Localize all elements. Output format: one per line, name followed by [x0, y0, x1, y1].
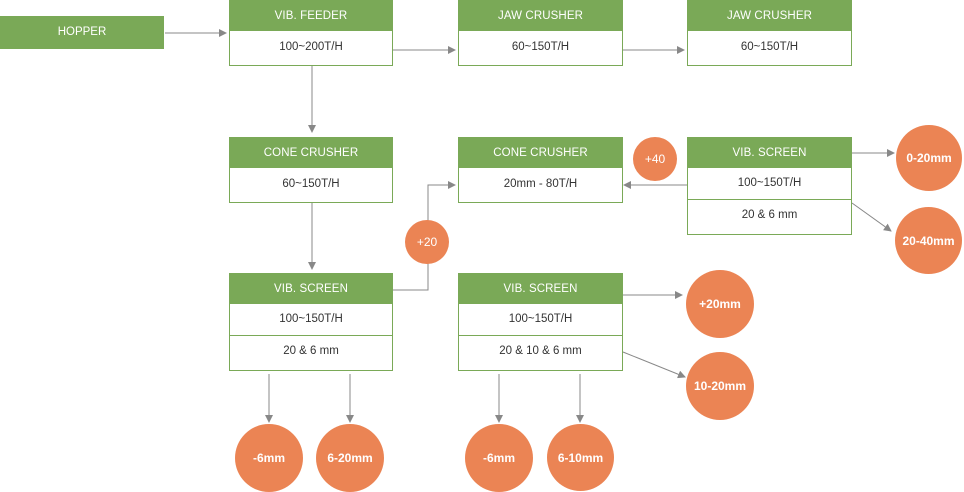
jaw-crusher-2-title: JAW CRUSHER — [688, 1, 851, 31]
vib-screen-top-capacity: 100~150T/H — [737, 177, 802, 189]
cone-crusher-1-capacity: 60~150T/H — [282, 178, 340, 190]
cone-crusher-2-capacity: 20mm - 80T/H — [503, 178, 578, 190]
product-minus6mm-mid: -6mm — [465, 424, 533, 492]
vib-screen-left-mesh: 20 & 6 mm — [230, 335, 392, 367]
product-10-20mm: 10-20mm — [686, 352, 754, 420]
vib-feeder-box: VIB. FEEDER 100~200T/H — [229, 0, 393, 66]
vib-feeder-title: VIB. FEEDER — [230, 1, 392, 31]
vib-screen-top-title: VIB. SCREEN — [688, 138, 851, 168]
product-plus20mm: +20mm — [686, 270, 754, 338]
vib-screen-mid-mesh: 20 & 10 & 6 mm — [459, 335, 622, 367]
arrow-screen-top-20-40 — [851, 202, 892, 232]
product-plus20: +20 — [405, 220, 449, 264]
hopper-box: HOPPER — [0, 16, 164, 49]
cone-crusher-2-box: CONE CRUSHER 20mm - 80T/H — [458, 137, 623, 203]
vib-screen-mid-capacity: 100~150T/H — [508, 313, 573, 325]
product-0-20mm: 0-20mm — [896, 125, 962, 191]
vib-screen-left-title: VIB. SCREEN — [230, 274, 392, 304]
product-minus6mm-left: -6mm — [235, 424, 303, 492]
cone-crusher-2-title: CONE CRUSHER — [459, 138, 622, 168]
jaw-crusher-1-capacity: 60~150T/H — [511, 41, 570, 53]
vib-screen-left-box: VIB. SCREEN 100~150T/H 20 & 6 mm — [229, 273, 393, 371]
cone-crusher-1-title: CONE CRUSHER — [230, 138, 392, 168]
product-plus40: +40 — [633, 137, 677, 181]
vib-screen-top-mesh: 20 & 6 mm — [688, 199, 851, 231]
product-6-10mm: 6-10mm — [547, 424, 614, 491]
vib-screen-mid-box: VIB. SCREEN 100~150T/H 20 & 10 & 6 mm — [458, 273, 623, 371]
vib-screen-left-capacity: 100~150T/H — [279, 313, 343, 325]
product-20-40mm: 20-40mm — [895, 207, 962, 274]
vib-screen-top-box: VIB. SCREEN 100~150T/H 20 & 6 mm — [687, 137, 852, 235]
vib-feeder-capacity: 100~200T/H — [279, 41, 343, 53]
vib-screen-mid-title: VIB. SCREEN — [459, 274, 622, 304]
jaw-crusher-1-title: JAW CRUSHER — [459, 1, 622, 31]
jaw-crusher-2-box: JAW CRUSHER 60~150T/H — [687, 0, 852, 66]
cone-crusher-1-box: CONE CRUSHER 60~150T/H — [229, 137, 393, 203]
product-6-20mm: 6-20mm — [316, 424, 384, 492]
jaw-crusher-2-capacity: 60~150T/H — [740, 41, 799, 53]
arrow-screen-mid-10-20 — [622, 351, 686, 379]
jaw-crusher-1-box: JAW CRUSHER 60~150T/H — [458, 0, 623, 66]
